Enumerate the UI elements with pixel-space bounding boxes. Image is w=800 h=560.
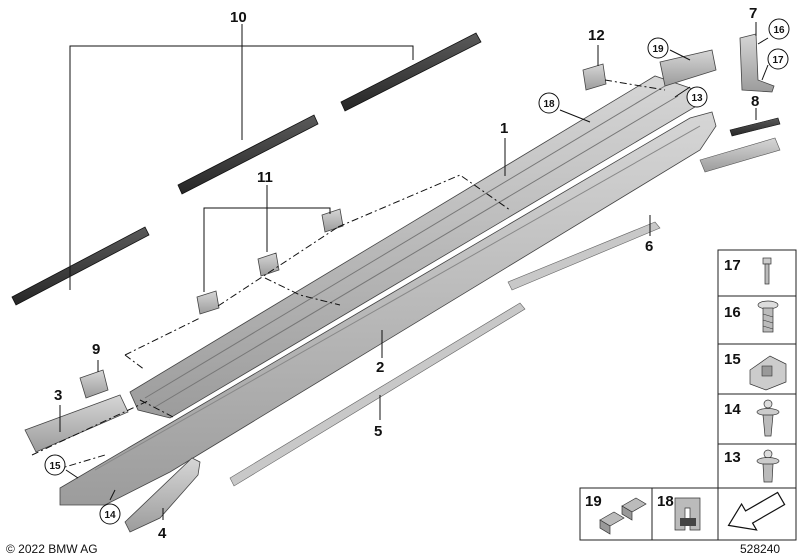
callout-5: 5 xyxy=(374,423,382,440)
sill-frame-part-1 xyxy=(129,75,701,419)
pad-part-12 xyxy=(582,63,607,91)
trim-piece-part-8 xyxy=(699,117,781,173)
expansion-rivet-icon xyxy=(756,399,780,437)
seal-clip-icon xyxy=(674,497,701,531)
callout-7: 7 xyxy=(749,5,757,22)
copyright-text: © 2022 BMW AG xyxy=(6,542,98,556)
legend-label-15: 15 xyxy=(724,351,741,368)
callout-10: 10 xyxy=(230,9,247,26)
bracket-part-19 xyxy=(659,49,717,87)
callout-circle-19: 19 xyxy=(647,37,669,59)
sill-panel-part-2 xyxy=(59,111,717,506)
callout-circle-15: 15 xyxy=(44,454,66,476)
legend-cell-13 xyxy=(717,443,797,489)
svg-text:14: 14 xyxy=(104,510,116,521)
legend-label-17: 17 xyxy=(724,257,741,274)
legend-label-16: 16 xyxy=(724,304,741,321)
callout-4: 4 xyxy=(158,525,167,542)
callout-circle-17: 17 xyxy=(767,48,789,70)
screw-icon xyxy=(757,300,779,333)
svg-text:17: 17 xyxy=(772,55,784,66)
svg-text:13: 13 xyxy=(691,93,703,104)
clip-nut-icon xyxy=(749,355,787,391)
leader-lines xyxy=(59,22,769,520)
svg-text:15: 15 xyxy=(49,461,61,472)
legend-cell-14 xyxy=(717,393,797,445)
bracket-part-3 xyxy=(24,394,129,453)
callout-6: 6 xyxy=(645,238,653,255)
callout-12: 12 xyxy=(588,27,605,44)
assembly-lines xyxy=(31,79,666,471)
callout-8: 8 xyxy=(751,93,759,110)
legend-cell-16 xyxy=(717,295,797,345)
push-clip-icon xyxy=(756,449,780,483)
callout-1: 1 xyxy=(500,120,508,137)
callout-9: 9 xyxy=(92,341,100,358)
cap-part-9 xyxy=(79,369,109,399)
legend-label-19: 19 xyxy=(585,493,602,510)
rivet-icon xyxy=(762,257,772,285)
callout-circle-13: 13 xyxy=(686,86,708,108)
rail-part-5 xyxy=(229,302,526,487)
end-piece-part-4 xyxy=(124,457,201,533)
pad-part-11 xyxy=(196,208,344,315)
callout-3: 3 xyxy=(54,387,62,404)
clip-pair-icon xyxy=(599,497,647,535)
svg-text:16: 16 xyxy=(773,25,785,36)
diagram-id: 528240 xyxy=(740,542,780,556)
legend-label-18: 18 xyxy=(657,493,674,510)
arrow-icon xyxy=(727,491,786,531)
svg-text:18: 18 xyxy=(543,99,555,110)
callout-circle-14: 14 xyxy=(99,503,121,525)
rail-part-6 xyxy=(507,221,661,291)
callout-circle-18: 18 xyxy=(538,92,560,114)
callout-2: 2 xyxy=(376,359,384,376)
legend-label-13: 13 xyxy=(724,449,741,466)
fastener-legend: 17 16 15 14 13 xyxy=(717,249,797,489)
callout-circle-16: 16 xyxy=(768,18,790,40)
legend-label-14: 14 xyxy=(724,401,741,418)
legend-cell-17 xyxy=(717,249,797,297)
bottom-legend: 19 18 xyxy=(579,487,797,541)
trim-strip-part-10 xyxy=(11,32,482,306)
callout-11: 11 xyxy=(257,169,273,186)
svg-text:19: 19 xyxy=(652,44,664,55)
